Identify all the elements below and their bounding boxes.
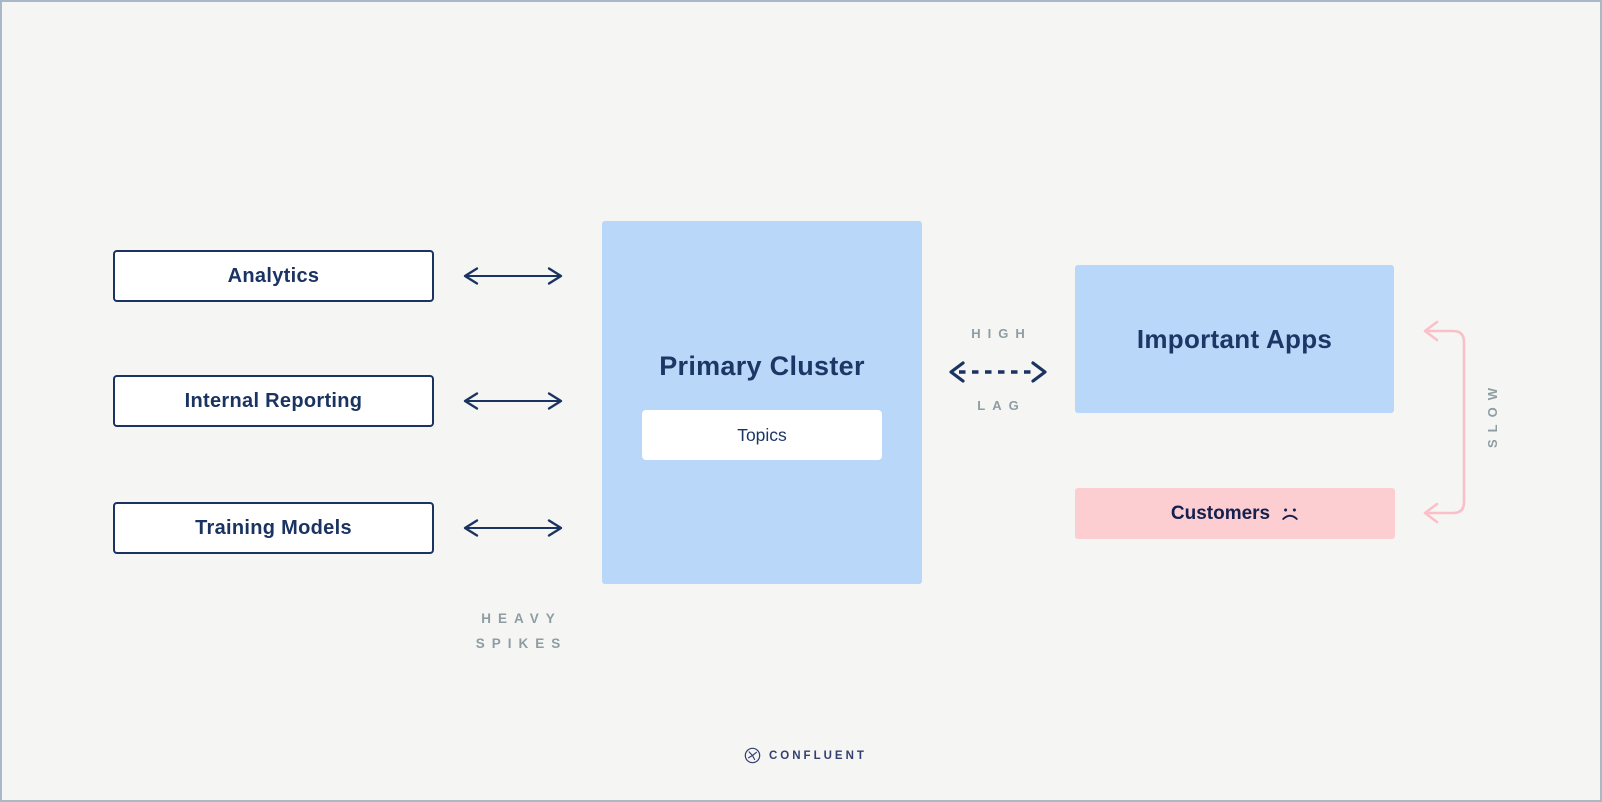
- customers-label: Customers: [1170, 502, 1271, 524]
- source-node-label: Internal Reporting: [184, 389, 363, 412]
- confluent-wordmark: CONFLUENT: [769, 749, 867, 762]
- primary-cluster-node: Primary Cluster Topics: [602, 221, 922, 584]
- bidirectional-arrow-icon: [463, 519, 563, 537]
- important-apps-label: Important Apps: [1136, 323, 1333, 354]
- sad-face-icon: [1282, 508, 1298, 520]
- source-node-training-models: Training Models: [113, 502, 434, 554]
- slow-feedback-arrow-icon: [1423, 320, 1466, 524]
- topics-label: Topics: [737, 424, 787, 445]
- high-lag-annotation-bottom: LAG: [977, 398, 1026, 413]
- topics-node: Topics: [642, 410, 882, 460]
- source-node-analytics: Analytics: [113, 250, 434, 302]
- heavy-spikes-line1: HEAVY: [481, 611, 562, 626]
- confluent-logo: CONFLUENT: [744, 747, 867, 764]
- primary-cluster-title: Primary Cluster: [659, 351, 865, 381]
- heavy-spikes-annotation: HEAVY SPIKES: [438, 606, 598, 656]
- bidirectional-arrow-icon: [463, 392, 563, 410]
- customers-node: Customers: [1075, 488, 1395, 539]
- high-lag-annotation-top: HIGH: [971, 326, 1032, 341]
- source-node-label: Analytics: [227, 264, 320, 287]
- source-node-internal-reporting: Internal Reporting: [113, 375, 434, 427]
- slow-annotation: SLOW: [1484, 381, 1500, 448]
- bidirectional-arrow-icon: [463, 267, 563, 285]
- important-apps-node: Important Apps: [1075, 265, 1394, 413]
- confluent-logo-icon: [744, 747, 761, 764]
- heavy-spikes-line2: SPIKES: [475, 636, 568, 651]
- source-node-label: Training Models: [195, 516, 352, 539]
- dashed-bidirectional-arrow-icon: [949, 361, 1047, 383]
